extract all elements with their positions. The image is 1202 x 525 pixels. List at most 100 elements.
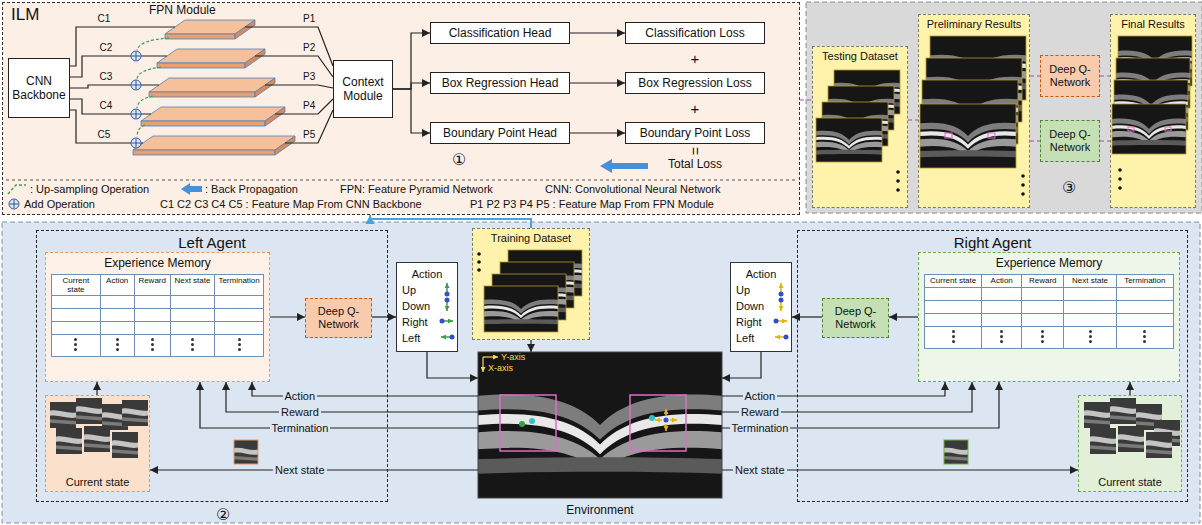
axis-label: Y-axis (501, 352, 525, 362)
environment-image (630, 395, 686, 451)
ellipsis-dot (952, 335, 955, 338)
environment-image: Environment (478, 352, 722, 520)
dataset-stack (1118, 168, 1122, 172)
label-holder: P1 (303, 13, 315, 25)
table-row (52, 296, 264, 309)
table-cell (135, 309, 171, 322)
table-cell (135, 322, 171, 335)
ellipsis-dot (74, 338, 77, 341)
connector (570, 82, 625, 83)
table-row: Current stateActionRewardNext stateTermi… (925, 275, 1174, 288)
feature-lines (275, 114, 300, 115)
back-propagation-arrow (600, 159, 648, 173)
label-holder: P3 (303, 71, 315, 83)
table-row: Current stateActionRewardNext stateTermi… (52, 275, 264, 296)
label-holder: Termination (730, 422, 791, 435)
table-cell (1117, 288, 1174, 301)
edge-label: Next state (733, 464, 787, 477)
table-cell (1022, 301, 1064, 314)
results-box: Preliminary Results (918, 14, 1030, 208)
process-box: Context Module (333, 60, 393, 118)
connector (1100, 140, 1110, 141)
table-row (925, 327, 1174, 349)
dataset-stack (484, 286, 558, 332)
connector (370, 215, 531, 228)
edge-label: Action (743, 390, 778, 403)
head-box: Box Regression Head (430, 72, 570, 94)
state-patches (112, 432, 138, 458)
upsampling-line (137, 67, 161, 79)
dataset-stack (1110, 14, 1196, 208)
dataset-stack (816, 118, 882, 162)
upsampling-line (137, 38, 169, 137)
state-patches (1146, 432, 1172, 458)
connector (70, 110, 125, 143)
ellipsis-dot (116, 348, 119, 351)
action-icons (450, 335, 455, 340)
ellipsis-dot (1000, 330, 1003, 333)
state-patches (122, 400, 148, 426)
label-holder: C4 (100, 100, 113, 112)
ellipsis-dot (1000, 340, 1003, 343)
action-icons (779, 292, 784, 297)
edge-label: P4 (303, 100, 315, 112)
ellipsis-dot (238, 343, 241, 346)
state-patches (1084, 402, 1110, 428)
action-item: Up (397, 282, 457, 298)
state-patches (1090, 428, 1116, 454)
action-icons (779, 298, 784, 303)
action-icons (440, 319, 445, 324)
action-icons (774, 319, 779, 324)
action-item: Right (397, 314, 457, 330)
connector (300, 110, 333, 143)
process-box: CNN Backbone (8, 58, 70, 118)
table-cell (1022, 288, 1064, 301)
legend-sample (9, 199, 19, 209)
edge-label: P1 (303, 13, 315, 25)
ellipsis-dot (116, 343, 119, 346)
dataset-stack (920, 104, 1016, 168)
table-cell (1117, 301, 1174, 314)
table-cell (982, 301, 1022, 314)
connector (570, 32, 625, 33)
state-patches (234, 440, 258, 464)
table-header-cell: Action (982, 275, 1022, 288)
dataset-stack (896, 188, 900, 192)
label-holder: Next state (273, 464, 327, 477)
node-label: Boundary Point Head (433, 126, 567, 140)
action-item: Right (731, 314, 791, 330)
network-box: Deep Q-Network (1040, 55, 1100, 97)
axis-label: X-axis (488, 363, 513, 373)
add-symbol (132, 81, 140, 89)
edge-label: C4 (100, 100, 113, 112)
legend-sample (8, 185, 26, 194)
label-holder: Termination (270, 422, 331, 435)
label-holder: Add Operation (24, 198, 95, 210)
table-cell (1064, 327, 1116, 349)
environment-image (483, 356, 498, 357)
connector (427, 352, 478, 378)
add-symbol (131, 109, 141, 119)
feature-pyramid (149, 92, 255, 97)
environment-image (478, 352, 722, 498)
network-box: Deep Q-Network (822, 298, 889, 338)
table-cell (52, 322, 101, 335)
environment-image (482, 357, 483, 372)
table-cell (171, 296, 216, 309)
ellipsis-dot (1143, 335, 1146, 338)
text-wrap: Training Dataset (473, 229, 589, 244)
feature-pyramid (133, 20, 295, 155)
text-wrap: Box Regression Head (433, 76, 567, 90)
operator-sign: + (691, 50, 700, 67)
edge-label: C1 (98, 13, 111, 25)
table-header-cell: Next state (1064, 275, 1116, 288)
table-cell (135, 296, 171, 309)
table-cell (925, 314, 982, 327)
dataset-stack (988, 133, 995, 138)
ellipsis-dot (952, 340, 955, 343)
text-wrap: Deep Q-Network (825, 305, 886, 331)
dataset-stack (896, 170, 900, 174)
connector (1030, 75, 1040, 76)
text-wrap: Environment (478, 503, 722, 517)
